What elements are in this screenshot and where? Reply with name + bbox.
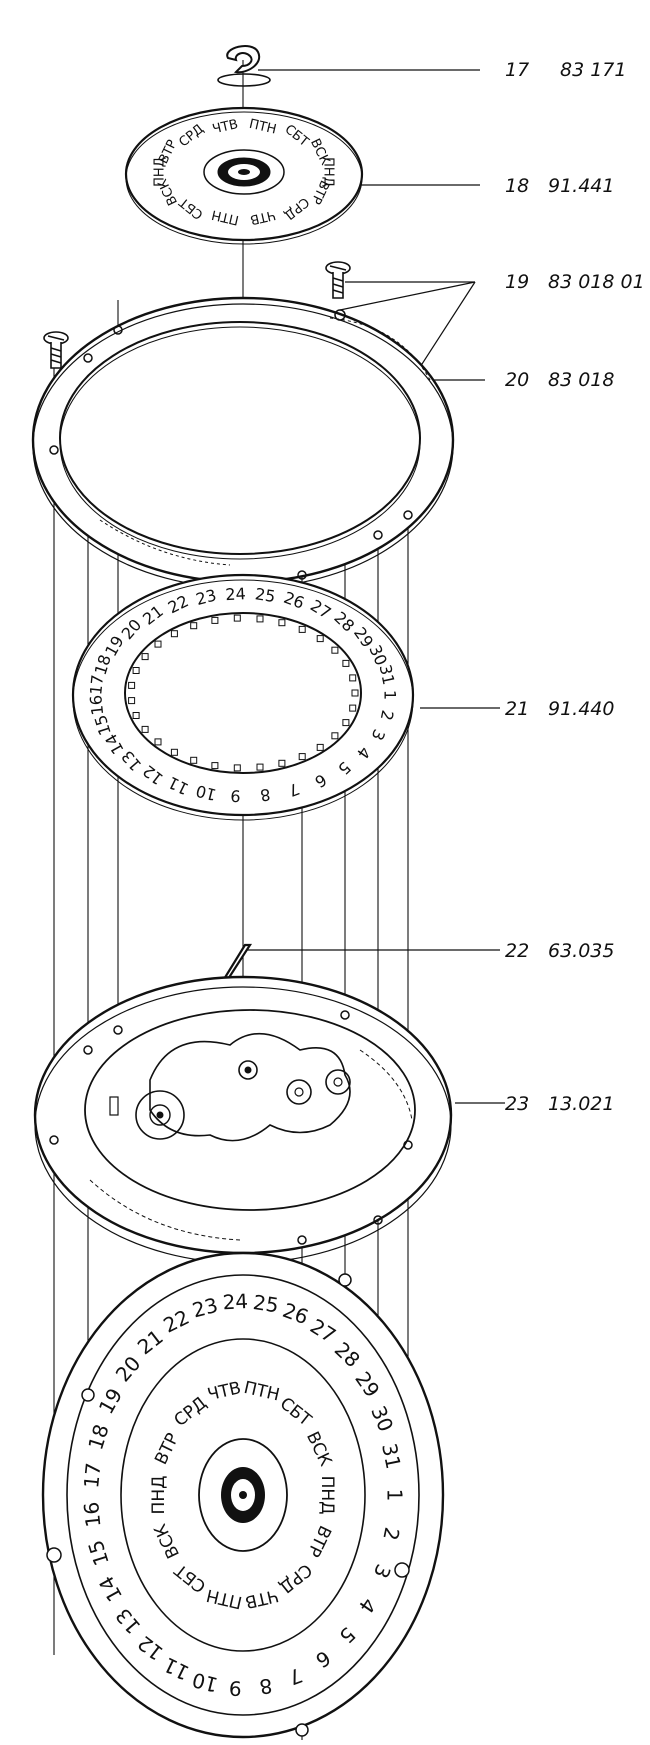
screw-top-left [43, 331, 69, 369]
callout-22-part: 63.035 [548, 940, 614, 962]
assembled-date-label-0: 1 [383, 1489, 407, 1502]
assembled-date-label-8: 9 [228, 1676, 242, 1701]
weekday-disc-label-4: ПТН [210, 206, 240, 227]
weekday-disc-label-0: ПНД [321, 157, 336, 187]
date-ring-label-7: 8 [259, 785, 272, 805]
date-ring-tooth-6 [278, 759, 286, 767]
assembled-weekday-label-7: ПНД [149, 1476, 169, 1515]
assembled-date-label-23: 24 [222, 1289, 249, 1314]
weekday-disc-label-7: ПНД [153, 157, 168, 187]
callout-labels: 17 83 171 18 91.441 19 83 018 01 20 83 0… [505, 59, 645, 1115]
date-ring-label-0: 1 [381, 690, 400, 700]
callout-17-number: 17 [505, 59, 529, 81]
date-ring-label-30: 31 [376, 663, 399, 687]
date-ring-tooth-19 [154, 640, 162, 648]
date-ring-label-1: 2 [377, 708, 398, 722]
assembled-date-label-7: 8 [258, 1673, 274, 1699]
weekday-disc-label-3: ЧТВ [248, 207, 276, 227]
weekday-disc-label-10: ЧТВ [211, 117, 239, 137]
date-ring-tooth-5 [298, 753, 306, 761]
callout-21-part: 91.440 [548, 698, 614, 720]
date-ring-teeth [128, 614, 359, 772]
date-ring-tooth-28 [331, 646, 339, 654]
assembled-date-label-24: 25 [252, 1290, 281, 1318]
assembled-date-label-16: 17 [79, 1462, 105, 1490]
callout-19-number: 19 [505, 271, 529, 293]
date-ring-tooth-11 [170, 748, 178, 756]
assembled-date-label-15: 16 [79, 1501, 105, 1529]
date-ring-tooth-16 [128, 681, 136, 689]
callout-23-part: 13.021 [548, 1093, 614, 1115]
date-ring-label-8: 9 [230, 786, 241, 805]
date-ring-tooth-7 [256, 763, 264, 771]
date-ring-label-23: 24 [225, 584, 246, 604]
date-ring-label-16: 17 [86, 674, 107, 696]
date-ring-tooth-1 [349, 704, 357, 712]
date-ring-tooth-24 [256, 615, 264, 623]
base-plate [33, 975, 453, 1264]
date-ring-tooth-27 [316, 635, 324, 643]
spring-clip [217, 44, 271, 87]
date-ring-tooth-20 [170, 630, 178, 638]
assembled-date-label-30: 31 [377, 1441, 406, 1471]
date-ring-label-24: 25 [254, 584, 277, 606]
date-ring-tooth-30 [349, 674, 357, 682]
date-ring-tooth-4 [316, 743, 324, 751]
date-ring-tooth-25 [278, 619, 286, 627]
date-ring-tooth-18 [141, 653, 149, 661]
date-ring-label-15: 16 [86, 694, 107, 716]
callout-20-part: 83 018 [548, 369, 614, 391]
weekday-disc-label-11: ПТН [248, 117, 278, 138]
date-ring-tooth-9 [211, 762, 219, 770]
date-ring-tooth-3 [331, 732, 339, 740]
date-ring-label-9: 10 [194, 781, 218, 804]
assembled-weekday-label-0: ПНД [317, 1476, 337, 1515]
date-ring-tooth-23 [233, 614, 241, 622]
date-ring-tooth-14 [132, 712, 140, 719]
date-ring-tooth-21 [190, 622, 198, 630]
callout-19-part: 83 018 01 [548, 271, 645, 293]
callout-18-part: 91.441 [548, 175, 614, 197]
date-ring-tooth-2 [342, 719, 350, 727]
date-ring-tooth-22 [211, 616, 219, 624]
date-ring-tooth-26 [298, 625, 306, 633]
assembled-date-label-1: 2 [378, 1525, 404, 1542]
date-ring-tooth-12 [154, 738, 162, 746]
date-ring-tooth-10 [190, 756, 198, 764]
screw-top-right [325, 261, 351, 299]
date-ring-tooth-8 [233, 764, 241, 772]
callout-22-number: 22 [505, 940, 529, 962]
callout-17-part: 83 171 [560, 59, 626, 81]
date-ring-label-22: 23 [194, 585, 218, 608]
callout-21-number: 21 [505, 698, 529, 720]
callout-18-number: 18 [505, 175, 529, 197]
date-ring-tooth-29 [342, 659, 350, 667]
callout-20-number: 20 [505, 369, 529, 391]
date-ring-tooth-13 [141, 725, 149, 733]
date-ring-tooth-15 [128, 697, 136, 705]
date-ring-tooth-0 [351, 689, 359, 697]
callout-23-number: 23 [505, 1093, 529, 1115]
date-ring-tooth-17 [132, 667, 140, 674]
retaining-ring [31, 296, 455, 589]
